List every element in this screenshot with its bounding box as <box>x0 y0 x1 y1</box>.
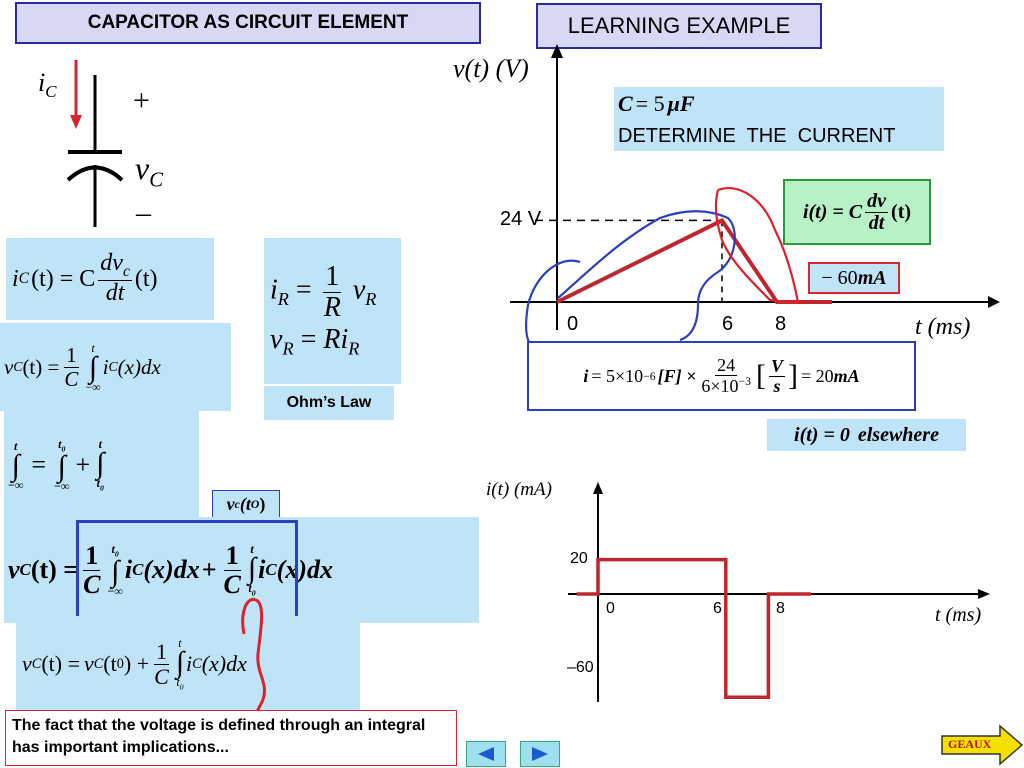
integral-split-equation: t∫−∞ = t0∫−∞ + t∫t0 <box>4 410 199 520</box>
current-chart-xtick: 6 <box>713 600 722 617</box>
voltage-chart-xtick: 6 <box>722 313 734 335</box>
current-chart-ytick: 20 <box>570 550 588 567</box>
current-chart-ylabel: i(t) (mA) <box>486 479 552 500</box>
ohms-law-label: Ohm’s Law <box>264 386 394 420</box>
voltage-chart-xtick: 8 <box>775 313 787 335</box>
voltage-chart-x-arrow <box>988 296 1000 308</box>
current-arrowhead <box>70 115 82 129</box>
instruction-text: DETERMINE THE CURRENT <box>614 121 944 151</box>
slide-title: CAPACITOR AS CIRCUIT ELEMENT <box>15 2 481 44</box>
current-chart-x-arrow <box>978 589 990 599</box>
plus-sign: + <box>133 84 150 117</box>
previous-slide-button[interactable] <box>466 741 506 767</box>
current-series-line <box>576 557 811 699</box>
current-chart-ytick: –60 <box>567 659 594 676</box>
voltage-chart-ylabel: v(t) (V) <box>453 54 529 83</box>
voltage-chart-y-arrow <box>551 44 563 58</box>
right-triangle-icon <box>532 747 548 761</box>
voltage-chart-ytick: 24 V <box>500 208 542 230</box>
capacitance-value: C = 5 μF <box>614 87 944 121</box>
geaux-arrow-icon <box>941 724 1024 766</box>
ohms-law-voltage: vR = RiR <box>270 324 360 359</box>
current-chart-y-arrow <box>593 482 603 494</box>
geaux-label: GEAUX <box>948 737 992 751</box>
voltage-chart <box>510 44 1000 350</box>
next-slide-button[interactable] <box>520 741 560 767</box>
red-ink-mark <box>714 187 800 304</box>
example-title: LEARNING EXAMPLE <box>536 3 822 49</box>
current-chart-xtick: 8 <box>776 600 785 617</box>
current-chart <box>568 482 990 702</box>
capacitor-symbol <box>66 60 124 227</box>
red-ink-mark <box>241 598 266 718</box>
voltage-chart-xlabel: t (ms) <box>915 314 971 340</box>
geaux-button[interactable]: GEAUX <box>940 724 1024 766</box>
voltage-chart-xtick: 0 <box>567 313 579 335</box>
voltage-label: vC <box>135 150 164 192</box>
minus-sign: – <box>136 196 151 229</box>
elsewhere-statement: i(t) = 0 elsewhere <box>767 419 966 451</box>
footer-note: The fact that the voltage is defined thr… <box>5 710 457 766</box>
current-label: iC <box>38 68 57 102</box>
voltage-series-line <box>556 217 832 304</box>
blue-ink-mark <box>557 210 736 342</box>
left-triangle-icon <box>478 747 494 761</box>
current-chart-xlabel: t (ms) <box>935 604 982 626</box>
current-chart-xtick: 0 <box>606 600 615 617</box>
